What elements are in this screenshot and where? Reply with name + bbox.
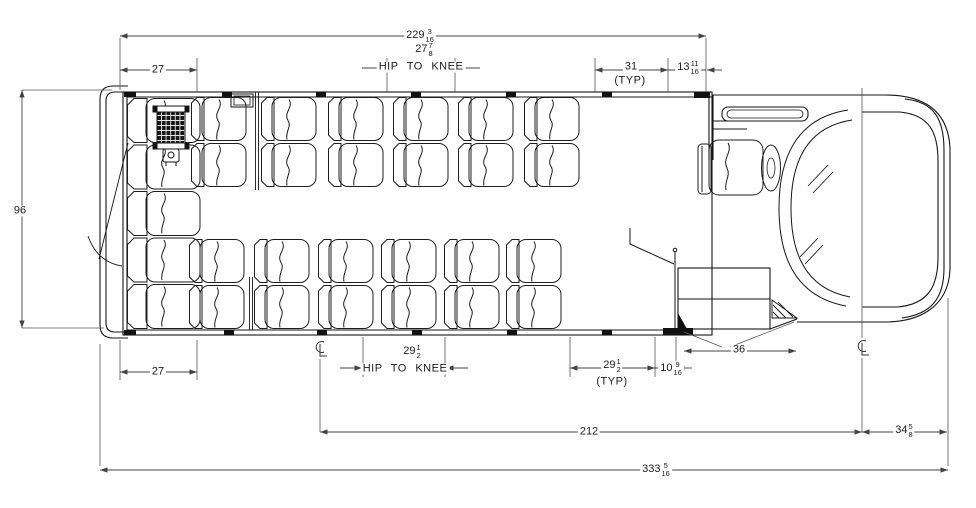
bench-row (128, 192, 201, 236)
passenger-seat (459, 98, 514, 187)
passenger-seat (525, 98, 580, 187)
stanchion-pole (629, 228, 678, 329)
dim-seat-pitch-typ: (TYP) (594, 375, 630, 388)
seat-row-bottom (190, 240, 562, 329)
dim-rear-seat-depth-top: 27 (149, 63, 167, 76)
dim-seat-width-typ: (TYP) (612, 74, 648, 87)
rear-emergency-door (87, 142, 129, 267)
centerline-symbols (311, 338, 871, 359)
hip-to-knee-top-label: HIP TO KNEE (376, 60, 466, 73)
child-seat-buckle (162, 148, 180, 166)
centerline-symbol-front (853, 338, 871, 358)
hip-to-knee-bottom-label: HIP TO KNEE (360, 362, 450, 375)
passenger-seat (394, 98, 449, 187)
front-bumper (901, 98, 945, 319)
entry-steps (677, 267, 771, 330)
passenger-seat (507, 240, 562, 329)
door-width-leader (683, 321, 795, 348)
door-sill-mark (663, 328, 693, 335)
passenger-seat (255, 240, 310, 329)
dim-wheelbase: 212 (577, 425, 601, 438)
cab-bulkhead (708, 95, 762, 160)
door-jamb-hatch (771, 299, 799, 319)
wall-ticks (124, 92, 710, 335)
dim-door-width: 36 (730, 343, 748, 356)
dim-rear-seat-depth-bottom: 27 (149, 365, 167, 378)
windshield (778, 109, 853, 307)
dim-seat-width: 31 (622, 60, 640, 73)
passenger-seat (262, 98, 317, 187)
cab-outline (708, 94, 951, 330)
centerline-symbol-rear (311, 339, 329, 359)
bus-body-outline (122, 91, 713, 336)
bottom-seat-divider (249, 277, 253, 330)
rear-bumper (99, 85, 128, 339)
glass-hatch-marks (799, 164, 834, 265)
extension-lines (22, 38, 949, 466)
passenger-seat (445, 240, 500, 329)
passenger-seat (190, 240, 245, 329)
hood (862, 111, 939, 308)
wall-mounted-box (230, 93, 254, 108)
steering-wheel (761, 144, 781, 192)
seat-row-top (192, 98, 580, 187)
cab-window-strip (721, 106, 809, 122)
dim-body-width: 96 (11, 204, 29, 217)
dimension-lines (19, 33, 948, 473)
bench-row (128, 145, 201, 189)
entry-barrier (629, 228, 675, 265)
passenger-seat (329, 98, 384, 187)
driver-seat (697, 139, 764, 196)
modesty-panel (255, 92, 259, 190)
child-restraint-seat (152, 105, 190, 166)
passenger-seat (319, 240, 374, 329)
passenger-seat (382, 240, 437, 329)
door-jamb-left (678, 313, 687, 329)
